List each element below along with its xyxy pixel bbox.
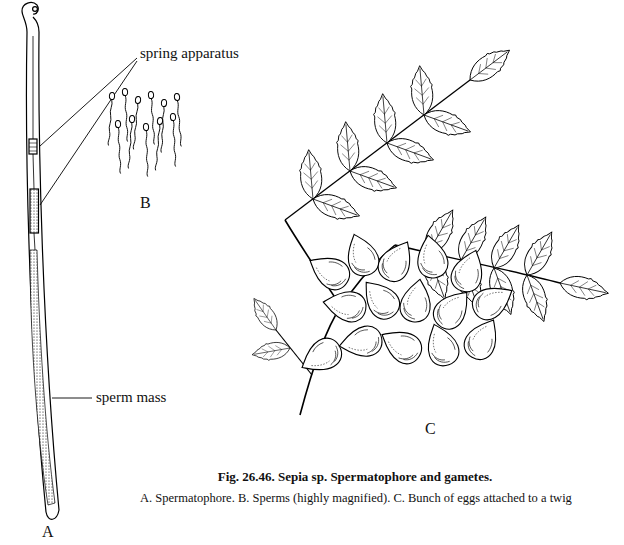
figure-caption: Fig. 26.46. Sepia sp. Spermatophore and … <box>218 470 493 485</box>
sperm-cells <box>106 88 184 176</box>
leaves <box>247 42 611 363</box>
panel-letter: C <box>425 420 436 438</box>
panel-letter: A <box>42 523 54 541</box>
spermatophore <box>22 3 59 520</box>
egg-cluster <box>295 229 520 380</box>
panel-letter: B <box>140 194 151 212</box>
part-label: spring apparatus <box>140 45 239 62</box>
part-label: sperm mass <box>96 389 166 406</box>
caption-text: A. Spermatophore. B. Sperms (highly magn… <box>140 491 572 505</box>
leader-line <box>40 58 137 398</box>
twig <box>276 80 560 415</box>
